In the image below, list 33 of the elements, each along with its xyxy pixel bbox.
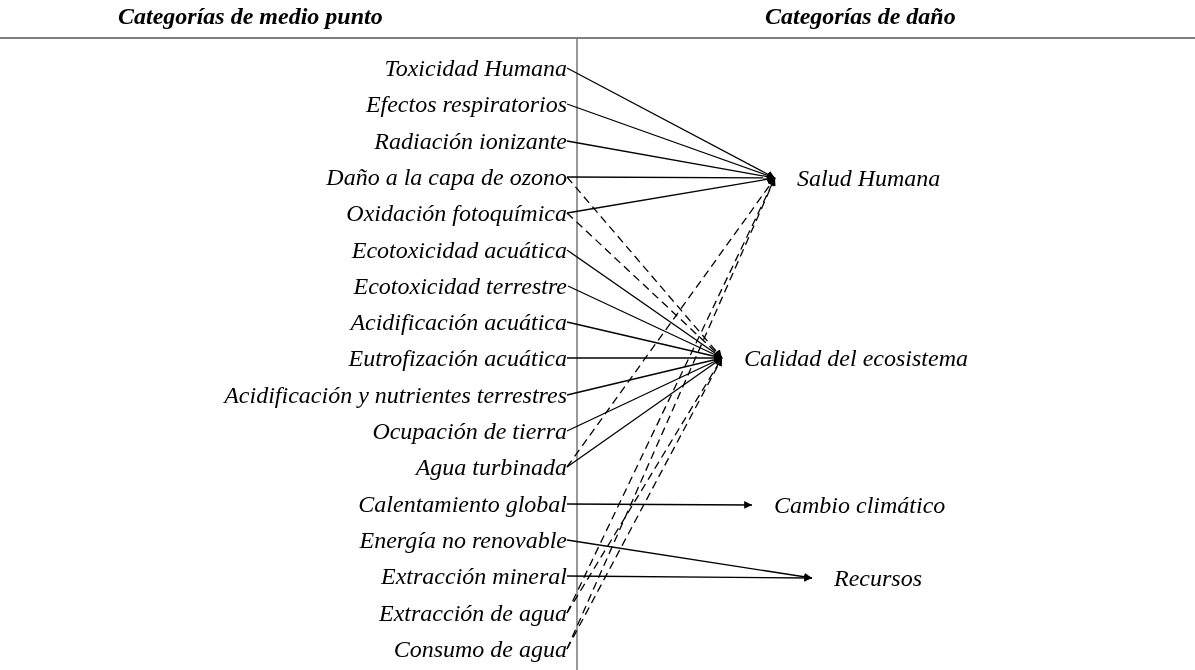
midpoint-category: Acidificación acuática (350, 308, 567, 337)
arrow (566, 249, 723, 359)
arrow (566, 177, 776, 468)
column-heading: Categorías de daño (765, 2, 956, 31)
midpoint-category: Eutrofización acuática (348, 344, 567, 373)
arrow (567, 285, 723, 359)
damage-category: Cambio climático (752, 491, 946, 519)
damage-category: Salud Humana (775, 164, 941, 192)
midpoint-category: Oxidación fotoquímica (346, 199, 567, 228)
damage-category: Recursos (812, 564, 922, 592)
arrow (566, 356, 723, 396)
midpoint-category: Acidificación y nutrientes terrestres (224, 380, 567, 409)
arrow (566, 501, 753, 509)
column-heading: Categorías de medio punto (118, 2, 383, 31)
arrow (566, 357, 723, 468)
midpoint-category: Agua turbinada (415, 453, 567, 482)
midpoint-category: Ecotoxicidad acuática (351, 235, 567, 264)
midpoint-category: Ocupación de tierra (372, 417, 567, 445)
arrow (566, 175, 776, 214)
midpoint-category: Toxicidad Humana (384, 54, 567, 82)
midpoint-category: Efectos respiratorios (365, 90, 567, 119)
midpoint-category: Extracción de agua (379, 598, 567, 627)
midpoint-category: Energía no renovable (359, 525, 567, 554)
midpoint-category: Calentamiento global (358, 489, 567, 518)
midpoint-category: Daño a la capa de ozono (326, 162, 567, 191)
arrow (566, 574, 813, 582)
midpoint-category: Radiación ionizante (374, 126, 567, 155)
midpoint-category: Consumo de agua (393, 634, 567, 663)
arrow (566, 103, 776, 180)
arrow (566, 176, 723, 359)
damage-category: Calidad del ecosistema (722, 344, 968, 372)
midpoint-category: Ecotoxicidad terrestre (353, 271, 567, 300)
midpoint-category: Extracción mineral (381, 562, 567, 591)
